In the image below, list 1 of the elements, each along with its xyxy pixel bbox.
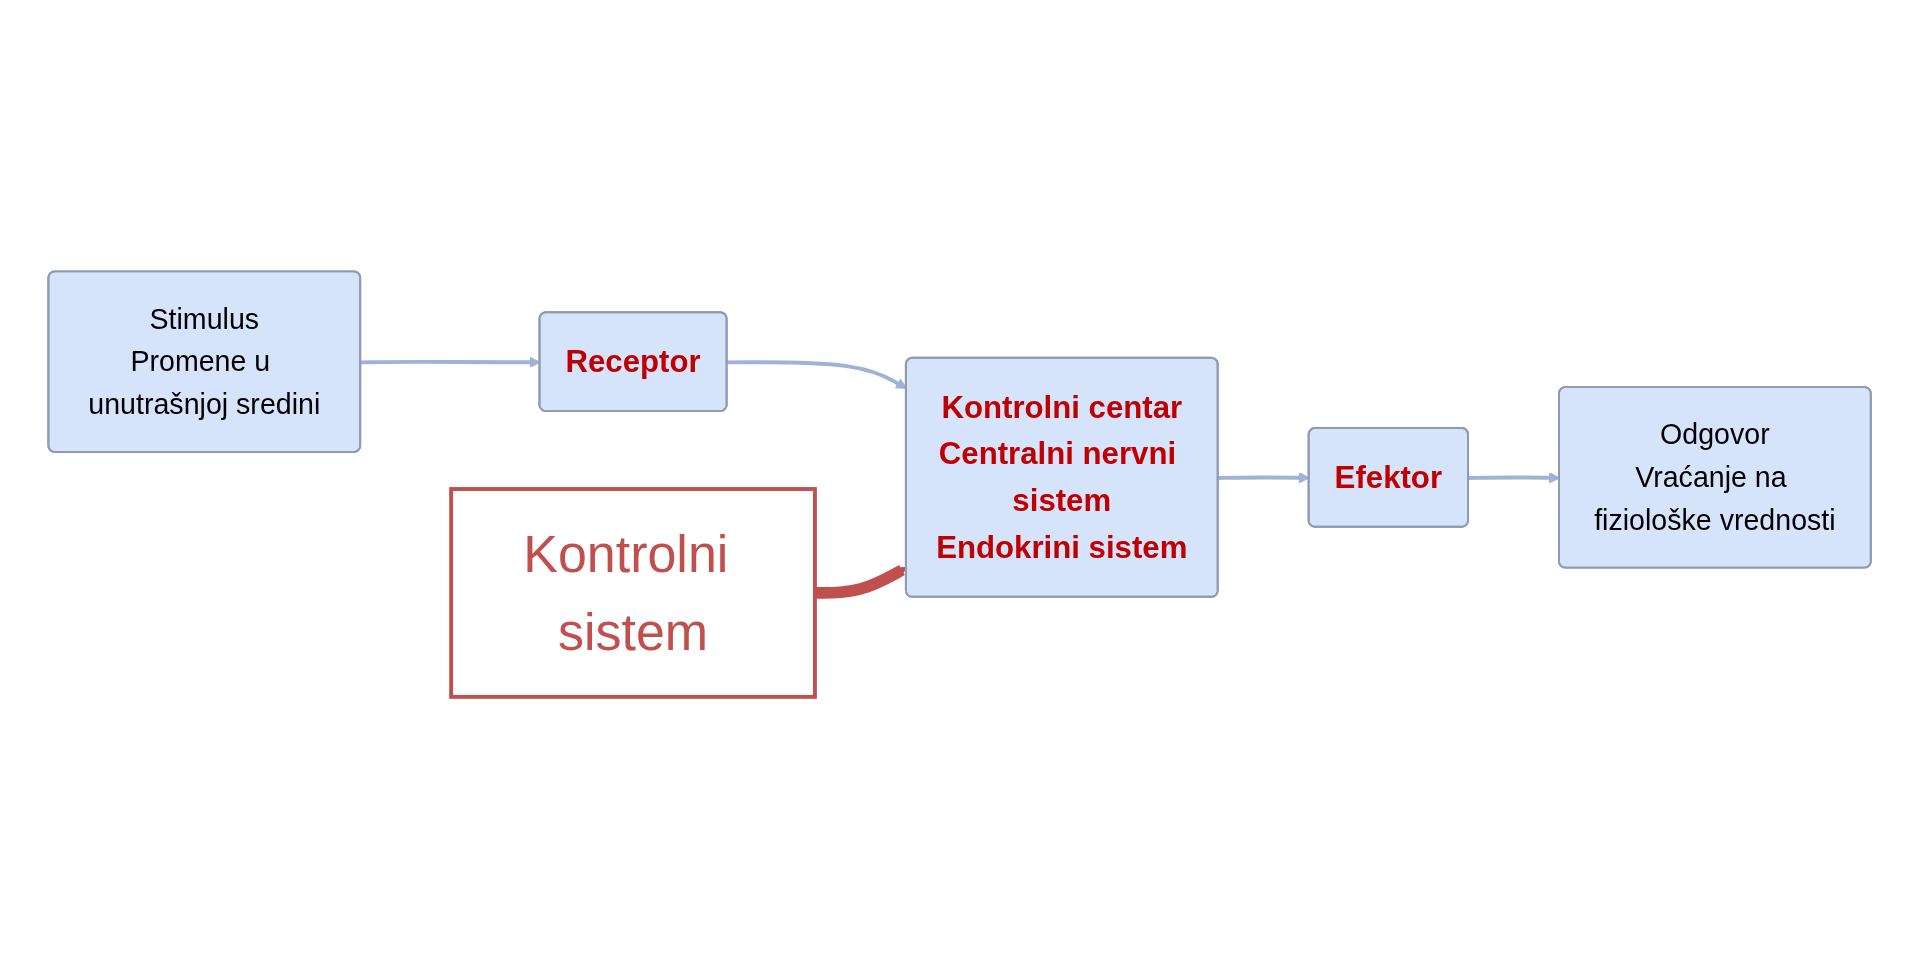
node-box: Kontrolni sistem: [449, 486, 818, 699]
